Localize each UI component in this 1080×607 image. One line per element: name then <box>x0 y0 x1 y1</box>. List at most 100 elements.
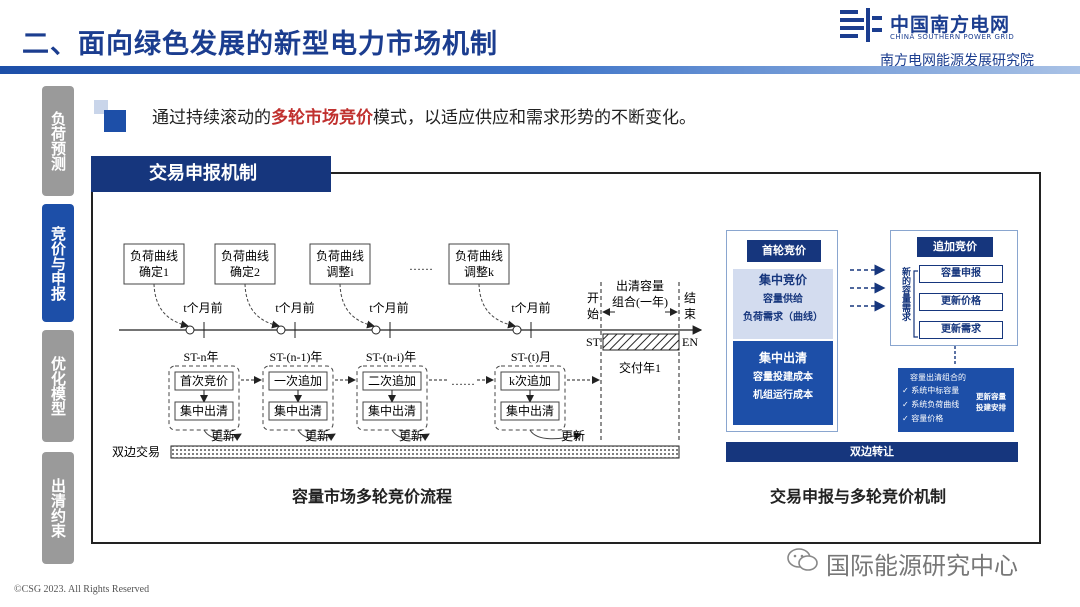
intro-text: 通过持续滚动的多轮市场竞价模式，以适应供应和需求形势的不断变化。 <box>152 103 696 128</box>
curve-box-2-line1: 负荷曲线 <box>221 249 269 263</box>
capacity-invest-cost-label: 容量投建成本 <box>753 372 813 383</box>
watermark-text: 国际能源研究中心 <box>826 552 1018 580</box>
curve-box-1: 负荷曲线 确定1 <box>123 243 185 285</box>
tab-clearing-constraints[interactable]: 出清约束 <box>42 452 74 564</box>
curve-box-1-line1: 负荷曲线 <box>130 249 178 263</box>
clearing-item-3-text: 容量价格 <box>911 414 944 423</box>
round-group-1: 首次竞价 集中出清 <box>168 365 240 431</box>
period-4: ST-(t)月 <box>511 350 551 364</box>
clearing-result-text: 更新容量投建安排 <box>976 392 1006 412</box>
new-capacity-demand-label: 新的容量需求 <box>900 267 910 321</box>
additional-round-title: 追加竞价 <box>917 237 993 257</box>
clearing-item-1: ✓ 系统中标容量 <box>902 385 959 396</box>
tab-load-forecast[interactable]: 负荷预测 <box>42 86 74 196</box>
clearing-result-box: 容量出清组合的 ✓ 系统中标容量 ✓ 系统负荷曲线 ✓ 容量价格 更新容量投建安… <box>898 368 1014 432</box>
unit-operation-cost-label: 机组运行成本 <box>753 390 813 401</box>
curve-box-4-line1: 负荷曲线 <box>455 249 503 263</box>
curve-box-2: 负荷曲线 确定2 <box>214 243 276 285</box>
clear-3: 集中出清 <box>368 403 416 418</box>
end-label-1: 结 <box>684 291 696 305</box>
first-round-title: 首轮竞价 <box>747 240 821 262</box>
intro-highlight: 多轮市场竞价 <box>271 108 373 128</box>
tab-bidding[interactable]: 竞价与申报 <box>42 204 74 322</box>
bid-3: 二次追加 <box>368 373 416 388</box>
clearing-item-1-text: 系统中标容量 <box>911 386 960 395</box>
round-group-2: 一次追加 集中出清 <box>262 365 334 431</box>
months-before-1: t个月前 <box>183 300 222 315</box>
diagram-frame <box>91 172 1041 544</box>
intro-prefix: 通过持续滚动的 <box>152 108 271 128</box>
capacity-report-box: 容量申报 <box>919 265 1003 283</box>
update-1: 更新 <box>211 428 235 443</box>
bilateral-trade-label: 双边交易 <box>112 444 160 459</box>
clear-4: 集中出清 <box>506 403 554 418</box>
round-group-3: 二次追加 集中出清 <box>356 365 428 431</box>
round-group-4: k次追加 集中出清 <box>494 365 566 431</box>
st-label: ST <box>586 335 601 349</box>
wechat-icon <box>787 548 818 571</box>
first-round-panel: 首轮竞价 集中竞价 容量供给 负荷需求（曲线） 集中出清 容量投建成本 机组运行… <box>726 230 838 432</box>
institute-name: 南方电网能源发展研究院 <box>880 53 1034 69</box>
logo-subtext: CHINA SOUTHERN POWER GRID <box>890 33 1015 41</box>
bid-4: k次追加 <box>509 373 551 388</box>
delivery-year-bar <box>602 333 680 351</box>
bullet-icon <box>94 100 126 132</box>
update-4: 更新 <box>561 428 585 443</box>
copyright-text: ©CSG 2023. All Rights Reserved <box>14 584 150 595</box>
curve-box-3-line1: 负荷曲线 <box>316 249 364 263</box>
clear-capacity-label-1: 出清容量 <box>616 278 664 293</box>
check-icon: ✓ <box>902 414 912 423</box>
mechanism-caption: 交易申报与多轮竞价机制 <box>770 487 947 506</box>
header-bar <box>0 66 1080 74</box>
months-before-4: t个月前 <box>511 300 550 315</box>
down-arrow-icon <box>954 346 956 366</box>
bilateral-trade-bar <box>170 445 680 459</box>
period-1: ST-n年 <box>184 350 219 364</box>
clearing-item-2: ✓ 系统负荷曲线 <box>902 399 959 410</box>
clear-2: 集中出清 <box>274 403 322 418</box>
csg-logo-icon <box>840 8 882 42</box>
clearing-result-title: 容量出清组合的 <box>910 373 966 382</box>
curve-box-1-line2: 确定1 <box>139 264 169 279</box>
bid-2: 一次追加 <box>274 373 322 388</box>
additional-round-panel: 追加竞价 新的容量需求 容量申报 更新价格 更新需求 <box>890 230 1018 346</box>
clear-capacity-label-2: 组合(一年) <box>612 294 668 309</box>
curve-box-4: 负荷曲线 调整k <box>448 243 510 285</box>
csg-logo: 中国南方电网 CHINA SOUTHERN POWER GRID <box>838 6 1068 48</box>
update-2: 更新 <box>305 428 329 443</box>
clearing-item-3: ✓ 容量价格 <box>902 413 943 424</box>
tab-optimization-model[interactable]: 优化模型 <box>42 330 74 442</box>
en-label: EN <box>682 335 698 349</box>
start-label-1: 开 <box>587 291 599 305</box>
brace-icon <box>913 270 918 338</box>
check-icon: ✓ <box>902 400 912 409</box>
months-before-2: t个月前 <box>275 300 314 315</box>
flow-caption: 容量市场多轮竞价流程 <box>292 487 453 506</box>
period-3: ST-(n-i)年 <box>366 350 416 364</box>
round-ellipsis: …… <box>451 374 475 388</box>
centralized-bid-block: 集中竞价 容量供给 负荷需求（曲线） <box>733 269 833 339</box>
centralized-clear-block: 集中出清 容量投建成本 机组运行成本 <box>733 341 833 425</box>
centralized-bid-label: 集中竞价 <box>758 273 807 287</box>
delivery-year-label: 交付年1 <box>619 360 661 375</box>
bid-1: 首次竞价 <box>180 374 228 388</box>
intro-suffix: 模式，以适应供应和需求形势的不断变化。 <box>373 108 696 128</box>
update-3: 更新 <box>399 428 423 443</box>
bilateral-transfer-bar: 双边转让 <box>726 442 1018 462</box>
period-2: ST-(n-1)年 <box>270 350 323 364</box>
curve-box-3: 负荷曲线 调整i <box>309 243 371 285</box>
start-label-2: 始 <box>587 307 599 321</box>
curve-box-4-line2: 调整k <box>464 264 494 279</box>
end-label-2: 束 <box>684 307 696 321</box>
curve-box-3-line2: 调整i <box>326 264 354 279</box>
panel-link-arrows <box>850 264 886 312</box>
centralized-clear-label: 集中出清 <box>758 351 807 365</box>
update-demand-box: 更新需求 <box>919 321 1003 339</box>
curve-ellipsis: …… <box>409 259 433 273</box>
bidding-flow-diagram: 负荷曲线 确定1 负荷曲线 确定2 负荷曲线 调整i …… 负荷曲线 调整k t… <box>112 243 703 459</box>
update-price-box: 更新价格 <box>919 293 1003 311</box>
clear-1: 集中出清 <box>180 403 228 418</box>
section-title: 交易申报机制 <box>91 156 331 192</box>
months-before-3: t个月前 <box>369 300 408 315</box>
capacity-supply-label: 容量供给 <box>763 294 803 305</box>
